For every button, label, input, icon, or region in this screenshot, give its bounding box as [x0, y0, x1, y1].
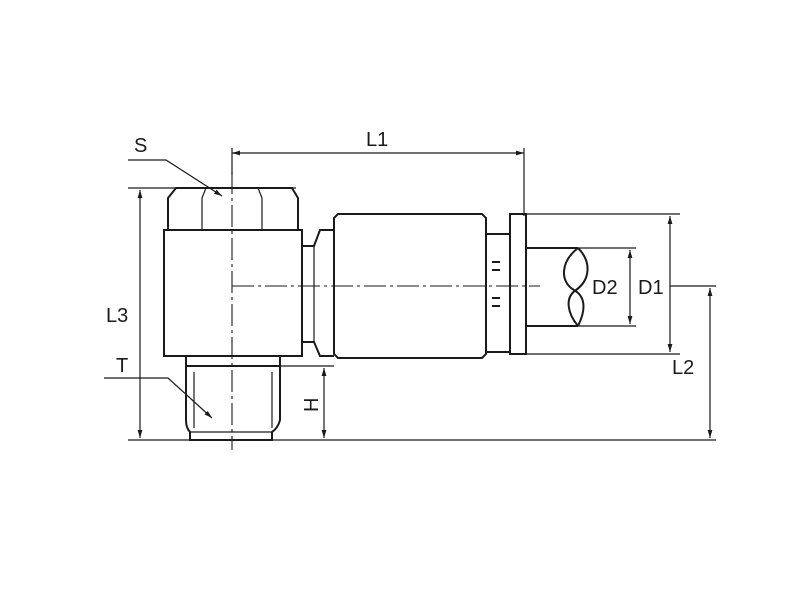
- fitting-body: [163, 229, 303, 357]
- leader-lines: [104, 159, 223, 419]
- t-leader: [104, 377, 213, 419]
- label-d2: D2: [592, 277, 618, 299]
- label-t: T: [116, 355, 128, 377]
- label-d1: D1: [638, 277, 664, 299]
- label-l3: L3: [106, 305, 128, 327]
- label-l1: L1: [366, 129, 388, 151]
- label-s: S: [134, 135, 147, 157]
- centerlines: [231, 172, 540, 450]
- ferrule-shell: [302, 213, 527, 359]
- s-leader: [128, 159, 223, 197]
- dimension-lines: [137, 150, 713, 438]
- threaded-stem: [185, 356, 281, 441]
- label-h: H: [301, 398, 323, 412]
- hose-stub: [526, 247, 589, 327]
- hex-nut: [167, 187, 299, 230]
- label-l2: L2: [672, 357, 694, 379]
